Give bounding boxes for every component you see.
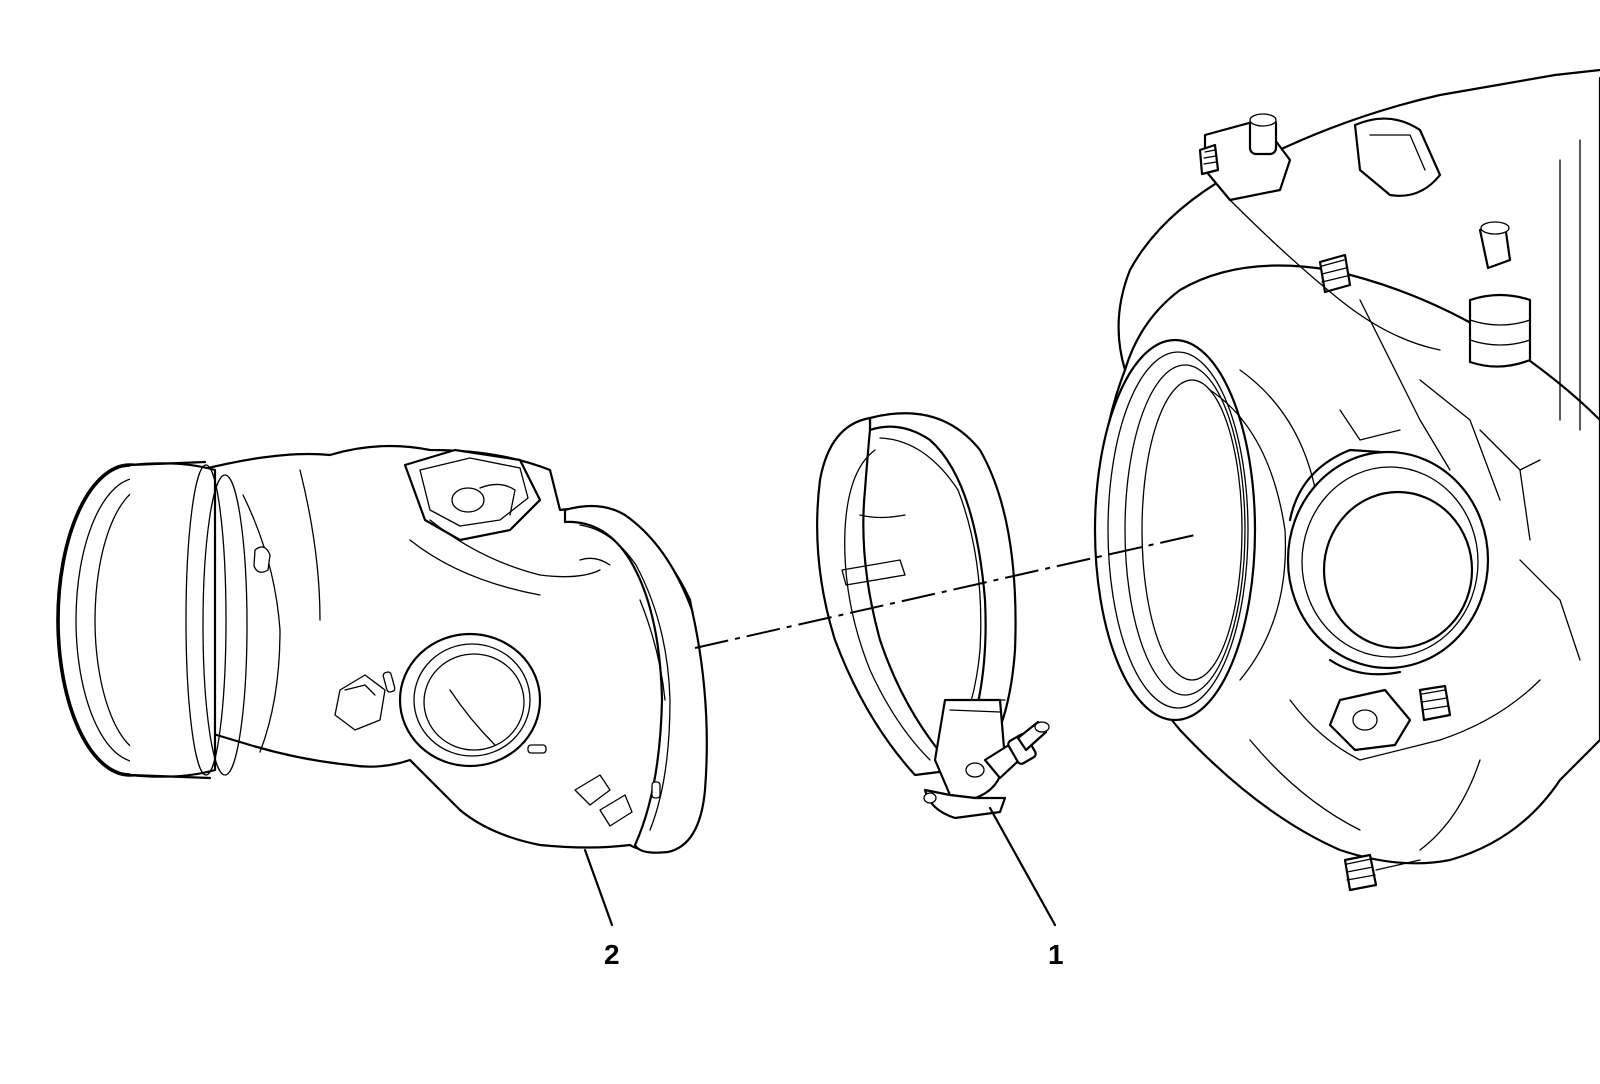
callout-2-leader bbox=[583, 848, 614, 927]
turbocharger-housing bbox=[1093, 68, 1600, 892]
callout-2: 2 bbox=[583, 848, 620, 970]
assembly-centerline bbox=[694, 534, 1196, 649]
callout-1-label: 1 bbox=[1048, 939, 1064, 970]
callout-1: 1 bbox=[988, 806, 1064, 970]
v-band-clamp bbox=[816, 412, 1050, 820]
turbo-inlet-elbow bbox=[56, 444, 708, 854]
callout-2-label: 2 bbox=[604, 939, 620, 970]
callout-1-leader bbox=[988, 806, 1057, 927]
